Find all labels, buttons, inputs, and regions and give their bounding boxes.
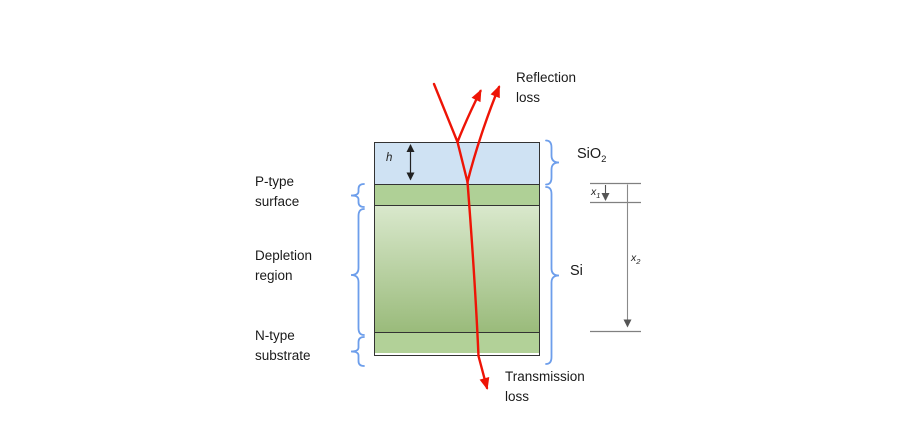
p-type-surface-label: P-type surface [255, 174, 300, 209]
x1-depth-label: x1 [591, 186, 600, 202]
device-stack [374, 142, 540, 356]
n-type-layer [375, 332, 539, 353]
x2-dimension [590, 184, 641, 333]
brace-depletion [350, 208, 365, 336]
sio2-text: SiO [577, 146, 602, 162]
reflection-loss-label: Reflection loss [516, 70, 577, 105]
sio2-layer [375, 143, 539, 184]
x1-dimension [590, 182, 641, 204]
brace-n-type [350, 336, 365, 367]
n-type-substrate-label: N-type substrate [255, 328, 311, 363]
x2-subscript: 2 [636, 257, 641, 267]
sio2-material-label: SiO2 [577, 145, 606, 169]
depletion-region-label: Depletion region [255, 248, 313, 283]
si-material-label: Si [570, 263, 583, 279]
h-thickness-label: h [386, 152, 393, 164]
x2-text: x [631, 252, 637, 264]
brace-sio2 [545, 139, 560, 186]
reflected-ray-surface [456, 89, 482, 144]
x1-subscript: 1 [596, 191, 601, 201]
brace-p-type [350, 183, 365, 208]
incident-and-transmitted-ray [432, 82, 490, 390]
p-type-layer [375, 184, 539, 205]
transmission-loss-label: Transmission loss [505, 369, 585, 404]
sio2-subscript: 2 [601, 153, 607, 165]
x2-depth-label: x2 [631, 252, 640, 268]
depletion-region-layer [375, 205, 539, 332]
x1-text: x [591, 186, 597, 198]
reflected-ray-interface [466, 85, 501, 184]
brace-si [545, 186, 560, 365]
